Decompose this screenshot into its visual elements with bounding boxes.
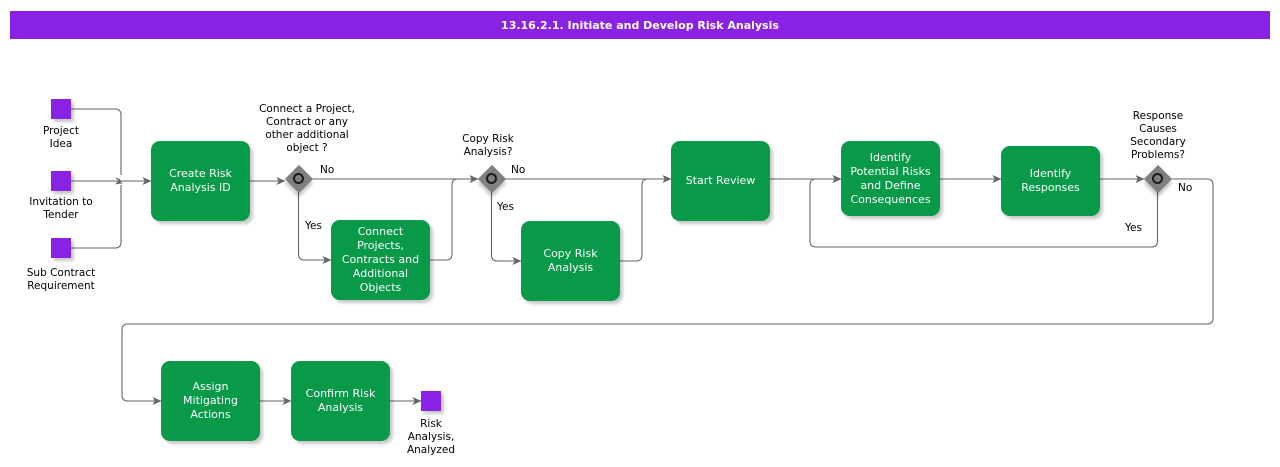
- task-confirm-risk-analysis[interactable]: Confirm Risk Analysis: [291, 361, 390, 441]
- start-event-project-idea-label: Project Idea: [43, 125, 79, 150]
- gateway-connect-object[interactable]: [284, 164, 313, 193]
- flow-label-copy-yes: Yes: [497, 201, 514, 213]
- start-event-sub-contract-requirement[interactable]: [51, 238, 71, 258]
- end-event-risk-analysis-analyzed[interactable]: [421, 391, 441, 411]
- gateway-connect-object-label: Connect a Project, Contract or any other…: [259, 103, 355, 154]
- gateway-response-causes-secondary-problems-label: Response Causes Secondary Problems?: [1130, 110, 1186, 161]
- task-identify-responses[interactable]: Identify Responses: [1001, 146, 1100, 216]
- gateway-event-ring-icon: [486, 173, 497, 184]
- start-event-sub-contract-requirement-label: Sub Contract Requirement: [26, 267, 96, 292]
- end-event-risk-analysis-analyzed-label: Risk Analysis, Analyzed: [406, 418, 456, 456]
- start-event-invitation-to-tender[interactable]: [51, 171, 71, 191]
- junction-marker: [115, 177, 124, 185]
- task-start-review[interactable]: Start Review: [671, 141, 770, 221]
- flow-label-connect-no: No: [320, 164, 335, 176]
- start-event-invitation-to-tender-label: Invitation to Tender: [29, 196, 93, 221]
- task-assign-mitigating-actions[interactable]: Assign Mitigating Actions: [161, 361, 260, 441]
- flow-label-connect-yes: Yes: [305, 220, 322, 232]
- gateway-event-ring-icon: [1152, 173, 1163, 184]
- flow-copy-task-to-start-review: [620, 178, 671, 262]
- task-connect-projects-contracts-additional-objects[interactable]: Connect Projects, Contracts and Addition…: [331, 220, 430, 300]
- task-copy-risk-analysis[interactable]: Copy Risk Analysis: [521, 221, 620, 301]
- task-identify-potential-risks-and-define-consequences[interactable]: Identify Potential Risks and Define Cons…: [841, 141, 940, 216]
- start-event-project-idea[interactable]: [51, 99, 71, 119]
- task-create-risk-analysis-id[interactable]: Create Risk Analysis ID: [151, 141, 250, 221]
- gateway-copy-risk-analysis[interactable]: [477, 164, 506, 193]
- flow-label-copy-no: No: [511, 164, 526, 176]
- flow-label-secondary-yes: Yes: [1125, 222, 1142, 234]
- gateway-response-causes-secondary-problems[interactable]: [1143, 164, 1172, 193]
- gateway-copy-risk-analysis-label: Copy Risk Analysis?: [462, 133, 514, 158]
- page-title: 13.16.2.1. Initiate and Develop Risk Ana…: [10, 11, 1270, 39]
- flow-connect-task-to-gateway-copy: [430, 178, 478, 261]
- flow-label-secondary-no: No: [1178, 182, 1193, 194]
- gateway-event-ring-icon: [293, 173, 304, 184]
